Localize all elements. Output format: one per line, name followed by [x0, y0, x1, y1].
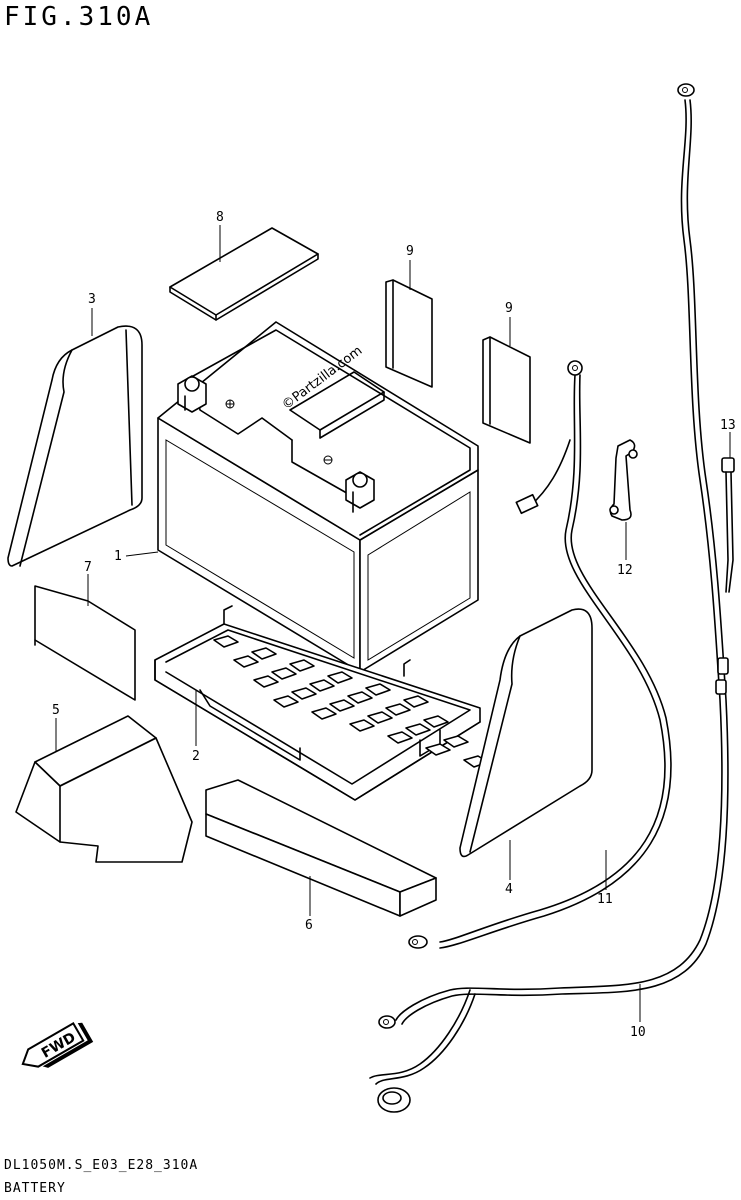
battery-terminal-positive — [345, 471, 375, 513]
part-7-pad — [34, 585, 136, 701]
part-8-cover-pad — [169, 227, 319, 321]
callout-2: 2 — [192, 749, 200, 764]
tray-slot — [425, 743, 451, 756]
tray-slot — [365, 683, 391, 696]
figure-name: BATTERY — [4, 1181, 66, 1196]
part-1-battery — [157, 321, 479, 673]
part-3-side-cushion-left — [7, 325, 143, 567]
battery-terminal-negative — [177, 375, 207, 413]
tray-slot — [271, 667, 297, 680]
callout-4: 4 — [505, 882, 513, 897]
callout-10: 10 — [630, 1025, 646, 1040]
tray-slot — [347, 691, 373, 704]
part-12-clamp — [609, 439, 638, 521]
callout-6: 6 — [305, 918, 313, 933]
callout-11: 11 — [597, 892, 613, 907]
fwd-direction-arrow: FWD — [21, 1021, 94, 1068]
tray-slot — [289, 659, 315, 672]
tray-slot — [403, 695, 429, 708]
battery-tray-slots — [213, 635, 489, 768]
part-11-battery-cable — [408, 360, 672, 949]
tray-slot — [387, 731, 413, 744]
tray-slot — [327, 671, 353, 684]
callout-8: 8 — [216, 210, 224, 225]
part-9-spacer-left — [385, 279, 433, 388]
part-9-spacer-right — [482, 336, 531, 444]
tray-slot — [291, 687, 317, 700]
callout-9-right: 9 — [505, 301, 513, 316]
tray-slot — [443, 735, 469, 748]
tray-slot — [349, 719, 375, 732]
tray-slot — [329, 699, 355, 712]
tray-slot — [273, 695, 299, 708]
callout-1: 1 — [114, 549, 122, 564]
part-5-block — [15, 715, 193, 863]
tray-slot — [251, 647, 277, 660]
tray-slot — [309, 679, 335, 692]
tray-slot — [367, 711, 393, 724]
tray-slot — [405, 723, 431, 736]
callout-3: 3 — [88, 292, 96, 307]
tray-slot — [253, 675, 279, 688]
tray-slot — [385, 703, 411, 716]
tray-slot — [311, 707, 337, 720]
tray-slot — [233, 655, 259, 668]
callout-numbers: 8 9 9 3 1 7 2 5 6 4 11 10 12 13 — [52, 210, 736, 1040]
figure-code: DL1050M.S_E03_E28_310A — [4, 1158, 199, 1173]
callout-13: 13 — [720, 418, 736, 433]
part-10-ground-cable — [369, 83, 729, 1113]
callout-5: 5 — [52, 703, 60, 718]
callout-12: 12 — [617, 563, 633, 578]
tray-slot — [423, 715, 449, 728]
figure-title: FIG.310A — [4, 2, 154, 32]
part-6-long-block — [205, 779, 437, 917]
tray-slot — [213, 635, 239, 648]
callout-9-left: 9 — [406, 244, 414, 259]
part-13-cable-tie — [721, 457, 735, 593]
callout-7: 7 — [84, 560, 92, 575]
part-4-side-cushion-right — [459, 608, 593, 858]
leader-lines — [55, 225, 731, 1022]
